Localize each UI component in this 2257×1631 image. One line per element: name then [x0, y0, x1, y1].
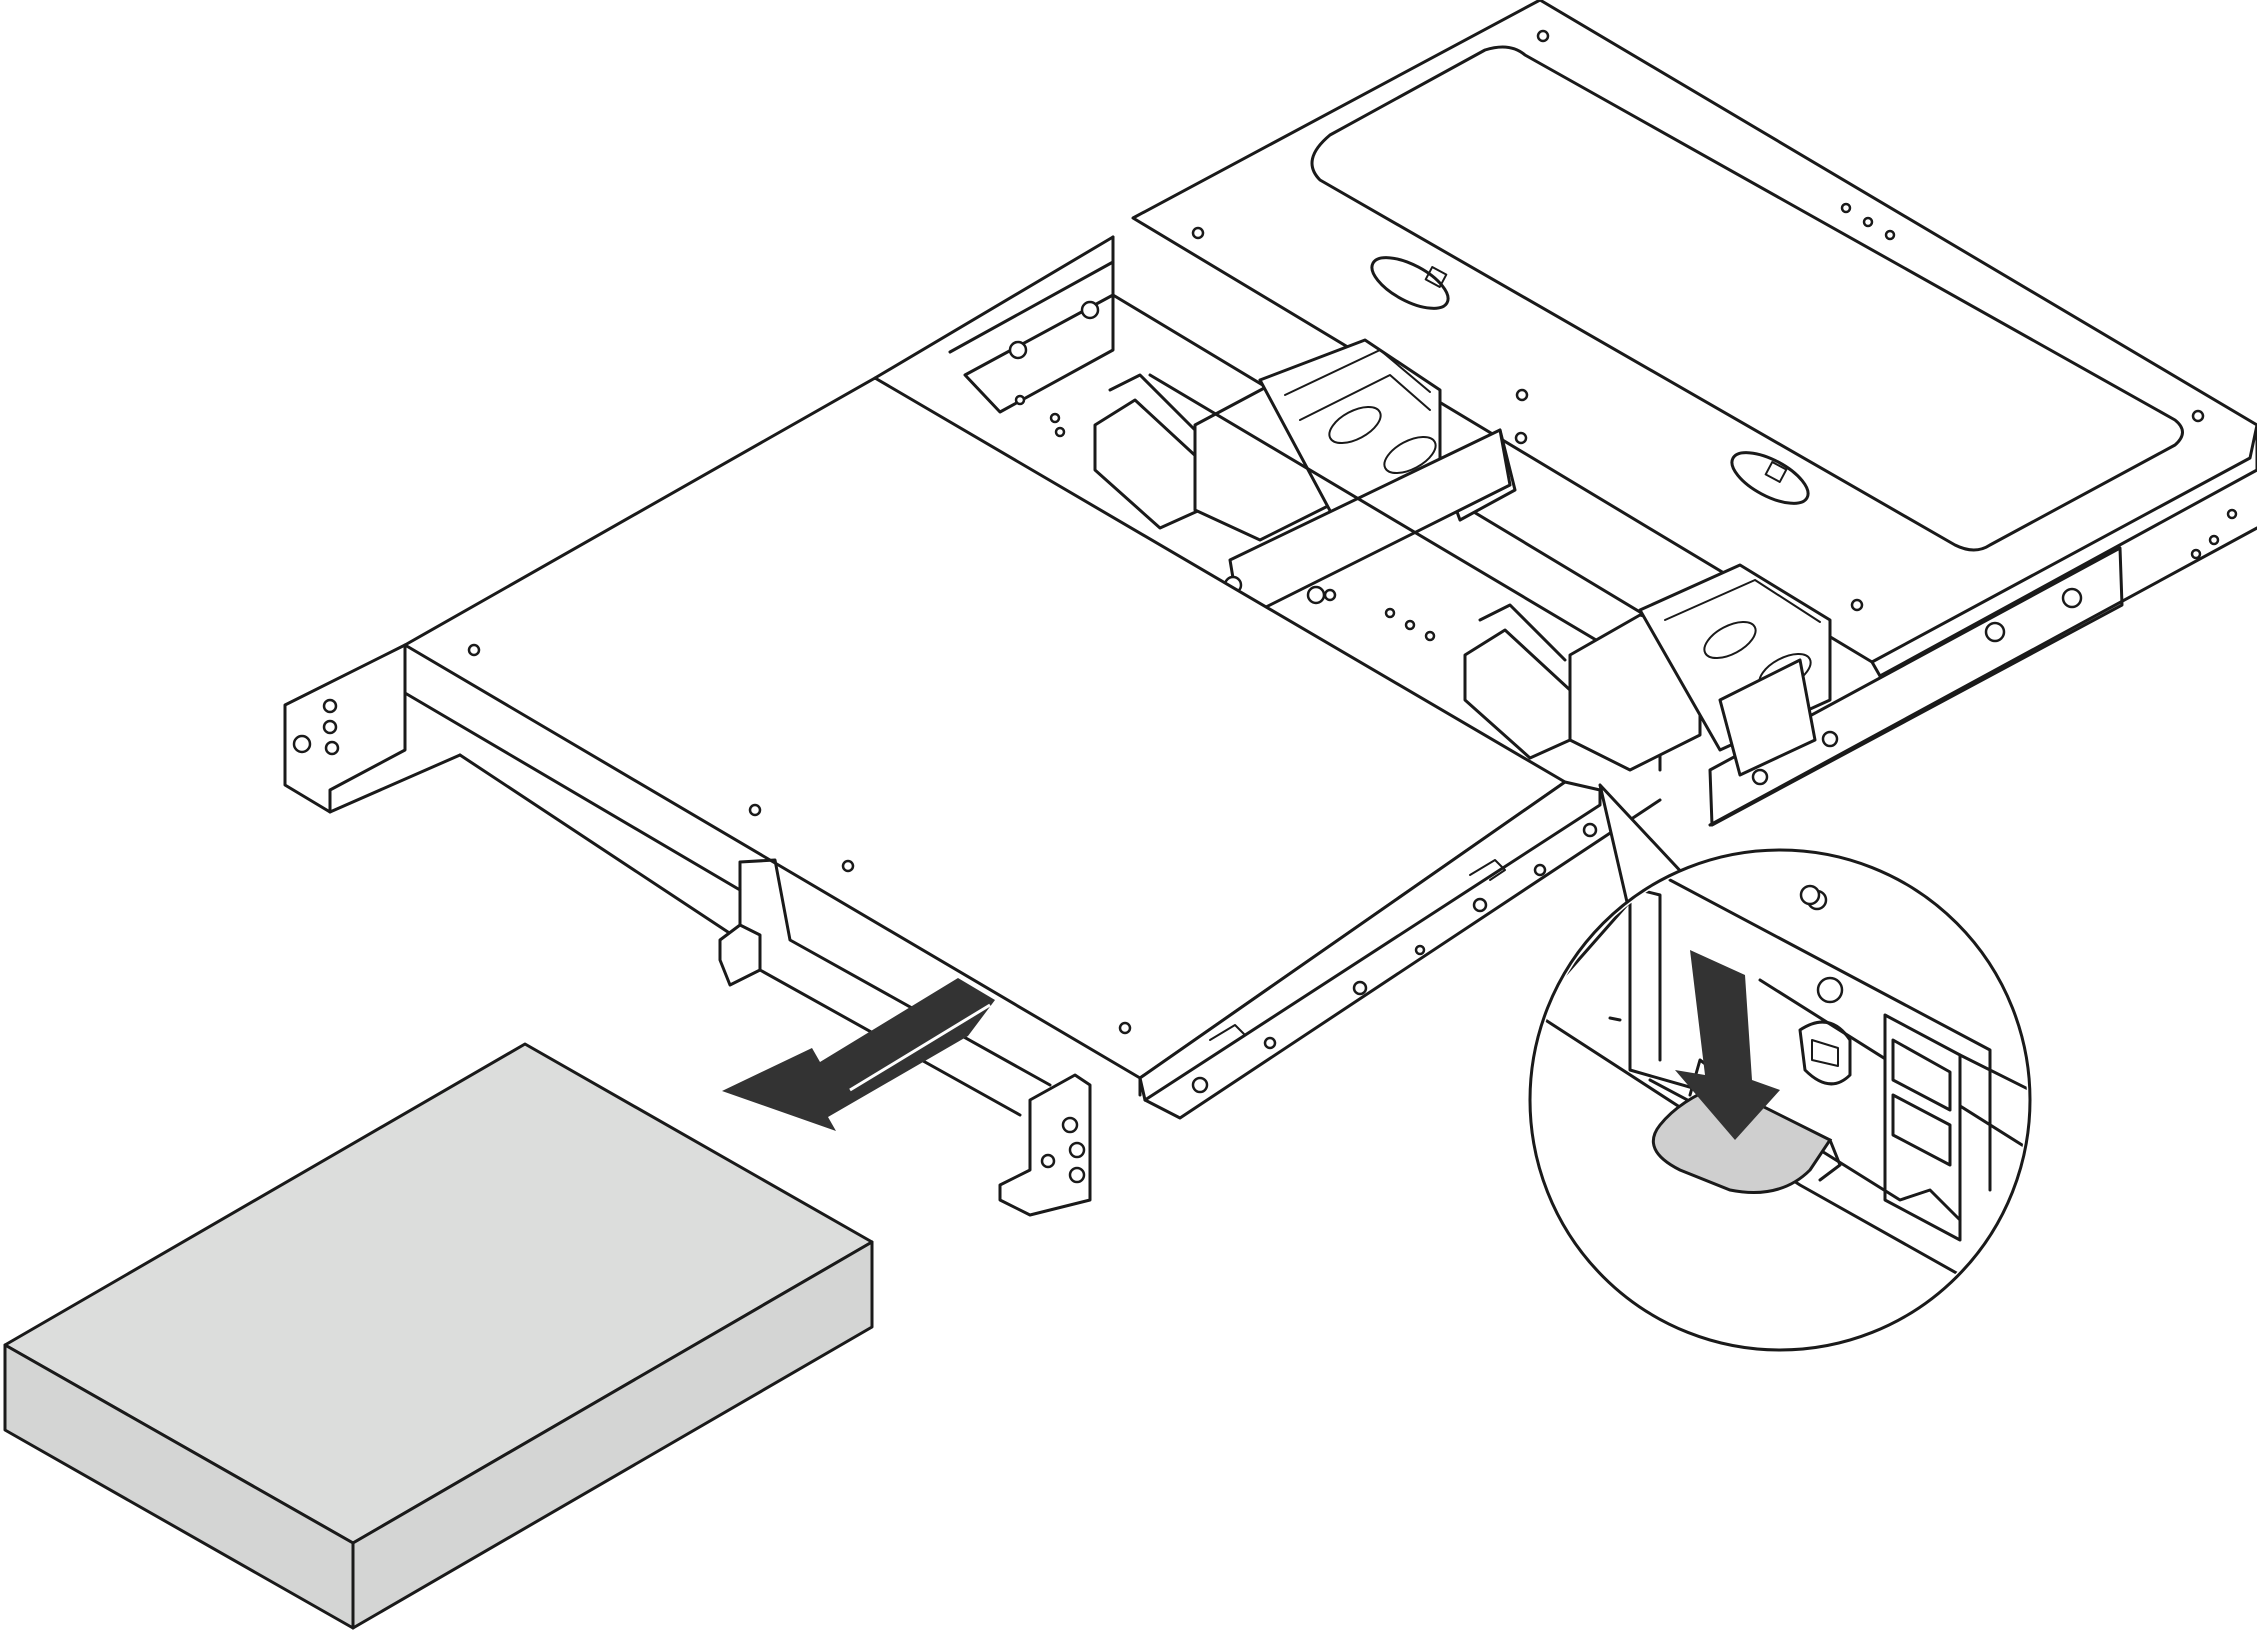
release-tab-callout	[1528, 783, 2032, 1352]
cage-left-bracket	[283, 643, 462, 814]
removed-drive-drawing	[3, 1042, 874, 1630]
press-down-arrow	[1675, 950, 1780, 1140]
pull-direction-arrow	[722, 978, 995, 1131]
cover-screws	[1191, 29, 2205, 612]
cover-handle-rear	[1730, 451, 1810, 505]
drive-latch-lower	[1463, 563, 1832, 777]
cover-handle-front	[1370, 256, 1450, 310]
drive-cage-drawing	[283, 376, 1662, 1217]
cage-right-bracket	[998, 1073, 1092, 1217]
drive-bay-internals	[948, 260, 1832, 777]
cage-rail-holes	[1191, 822, 1598, 1094]
drive-latch-upper	[1093, 338, 1517, 542]
chassis-side-rail	[1708, 508, 2238, 827]
release-tab	[1651, 1083, 1842, 1194]
